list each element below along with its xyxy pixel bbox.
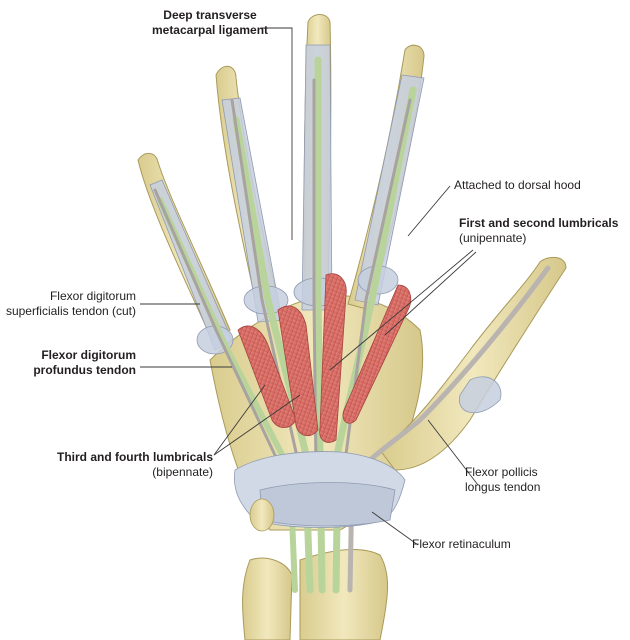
label-deep-transverse: Deep transverse metacarpal ligament [135, 8, 285, 38]
label-first-second-lumbricals-title: First and second lumbricals [459, 216, 619, 230]
leader-flexor-retinaculum [371, 511, 419, 546]
lumbrical-muscles [237, 273, 412, 443]
flexor-retinaculum-band [233, 451, 406, 532]
label-unipennate: (unipennate) [459, 231, 527, 245]
label-dorsal-hood-text: Attached to dorsal hood [454, 178, 581, 192]
leader-third-lumbrical-b [213, 394, 301, 456]
label-fds-tendon: Flexor digitorum superficialis tendon (c… [0, 289, 136, 319]
retinaculum-band [259, 482, 396, 527]
label-dorsal-hood: Attached to dorsal hood [454, 178, 581, 193]
pisiform-bone [249, 498, 275, 532]
thumb-sheath [458, 376, 502, 414]
lumbrical-3 [277, 305, 319, 437]
ulna-bone [242, 557, 293, 640]
leader-deep-transverse [262, 27, 293, 240]
lumbrical-1 [342, 284, 412, 424]
leader-fpl [427, 419, 479, 486]
label-deep-transverse-line2: metacarpal ligament [151, 23, 269, 37]
label-fds-line1: Flexor digitorum [49, 289, 136, 303]
label-fds-line2: superficialis tendon (cut) [5, 304, 136, 318]
radius-bone [299, 549, 388, 640]
label-third-fourth-title: Third and fourth lumbricals [56, 450, 213, 464]
leader-dorsal-hood [407, 185, 451, 237]
label-flexor-retinaculum: Flexor retinaculum [412, 537, 511, 552]
label-fdp-line2: profundus tendon [33, 363, 136, 377]
label-fpl-line1: Flexor pollicis [465, 465, 538, 479]
label-third-fourth-lumbricals: Third and fourth lumbricals (bipennate) [0, 450, 213, 480]
label-flexor-retinaculum-text: Flexor retinaculum [412, 537, 511, 551]
leader-first-lumbrical-a [329, 249, 474, 371]
label-bipennate: (bipennate) [152, 465, 213, 479]
label-first-second-lumbricals: First and second lumbricals (unipennate) [459, 216, 618, 246]
label-fdp-line1: Flexor digitorum [41, 348, 136, 362]
leader-third-lumbrical-a [213, 384, 266, 456]
label-fpl-line2: longus tendon [465, 480, 541, 494]
label-deep-transverse-line1: Deep transverse [163, 8, 257, 22]
leader-first-lumbrical-b [384, 251, 477, 336]
label-fpl-tendon: Flexor pollicis longus tendon [465, 465, 540, 495]
leader-lines [140, 27, 479, 546]
lumbrical-2 [319, 273, 347, 443]
label-fdp-tendon: Flexor digitorum profundus tendon [0, 348, 136, 378]
